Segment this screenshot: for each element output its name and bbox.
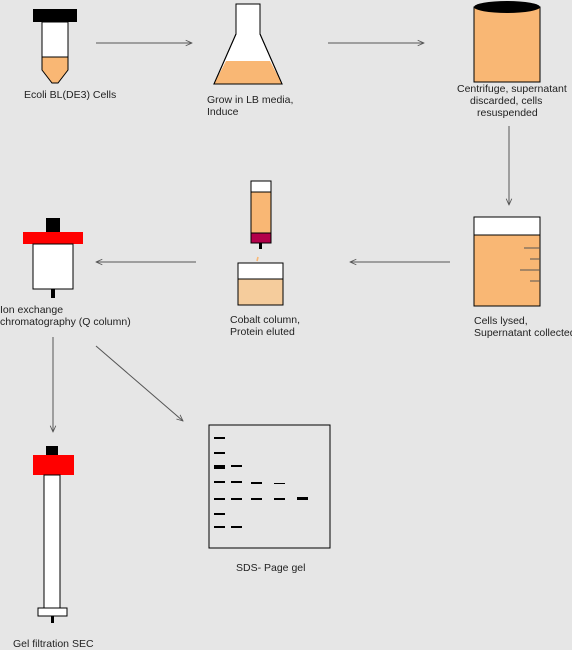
erlenmeyer-flask-icon	[213, 3, 283, 85]
grow-label-line1: Grow in LB media,	[207, 94, 293, 106]
cobalt-column-icon	[237, 180, 284, 306]
gel-filtration-column-icon	[33, 446, 74, 623]
grow-label-line2: Induce	[207, 106, 239, 118]
centrifuge-bottle-icon	[473, 1, 541, 83]
cobalt-label-line2: Protein eluted	[230, 326, 295, 338]
ionex-label-line2: chromatography (Q column)	[0, 316, 131, 328]
arrow-ionex-to-sds-gel	[95, 345, 183, 421]
sds-page-gel-icon	[208, 424, 331, 549]
lysed-label-line2: Supernatant collected	[474, 327, 572, 339]
centrifuge-label-line1: Centrifuge, supernatant	[457, 83, 567, 95]
centrifuge-label-line3: resuspended	[477, 107, 538, 119]
lysed-label-line1: Cells lysed,	[474, 315, 528, 327]
cells-label: Ecoli BL(DE3) Cells	[24, 89, 116, 101]
beaker-icon	[473, 216, 541, 307]
cobalt-label-line1: Cobalt column,	[230, 314, 300, 326]
ion-exchange-column-icon	[23, 218, 83, 298]
ionex-label-line1: Ion exchange	[0, 304, 63, 316]
sds-gel-label: SDS- Page gel	[236, 562, 305, 574]
gel-filtration-label: Gel filtration SEC	[13, 638, 94, 650]
centrifuge-label-line2: discarded, cells	[470, 95, 542, 107]
falcon-tube-icon	[33, 9, 77, 84]
